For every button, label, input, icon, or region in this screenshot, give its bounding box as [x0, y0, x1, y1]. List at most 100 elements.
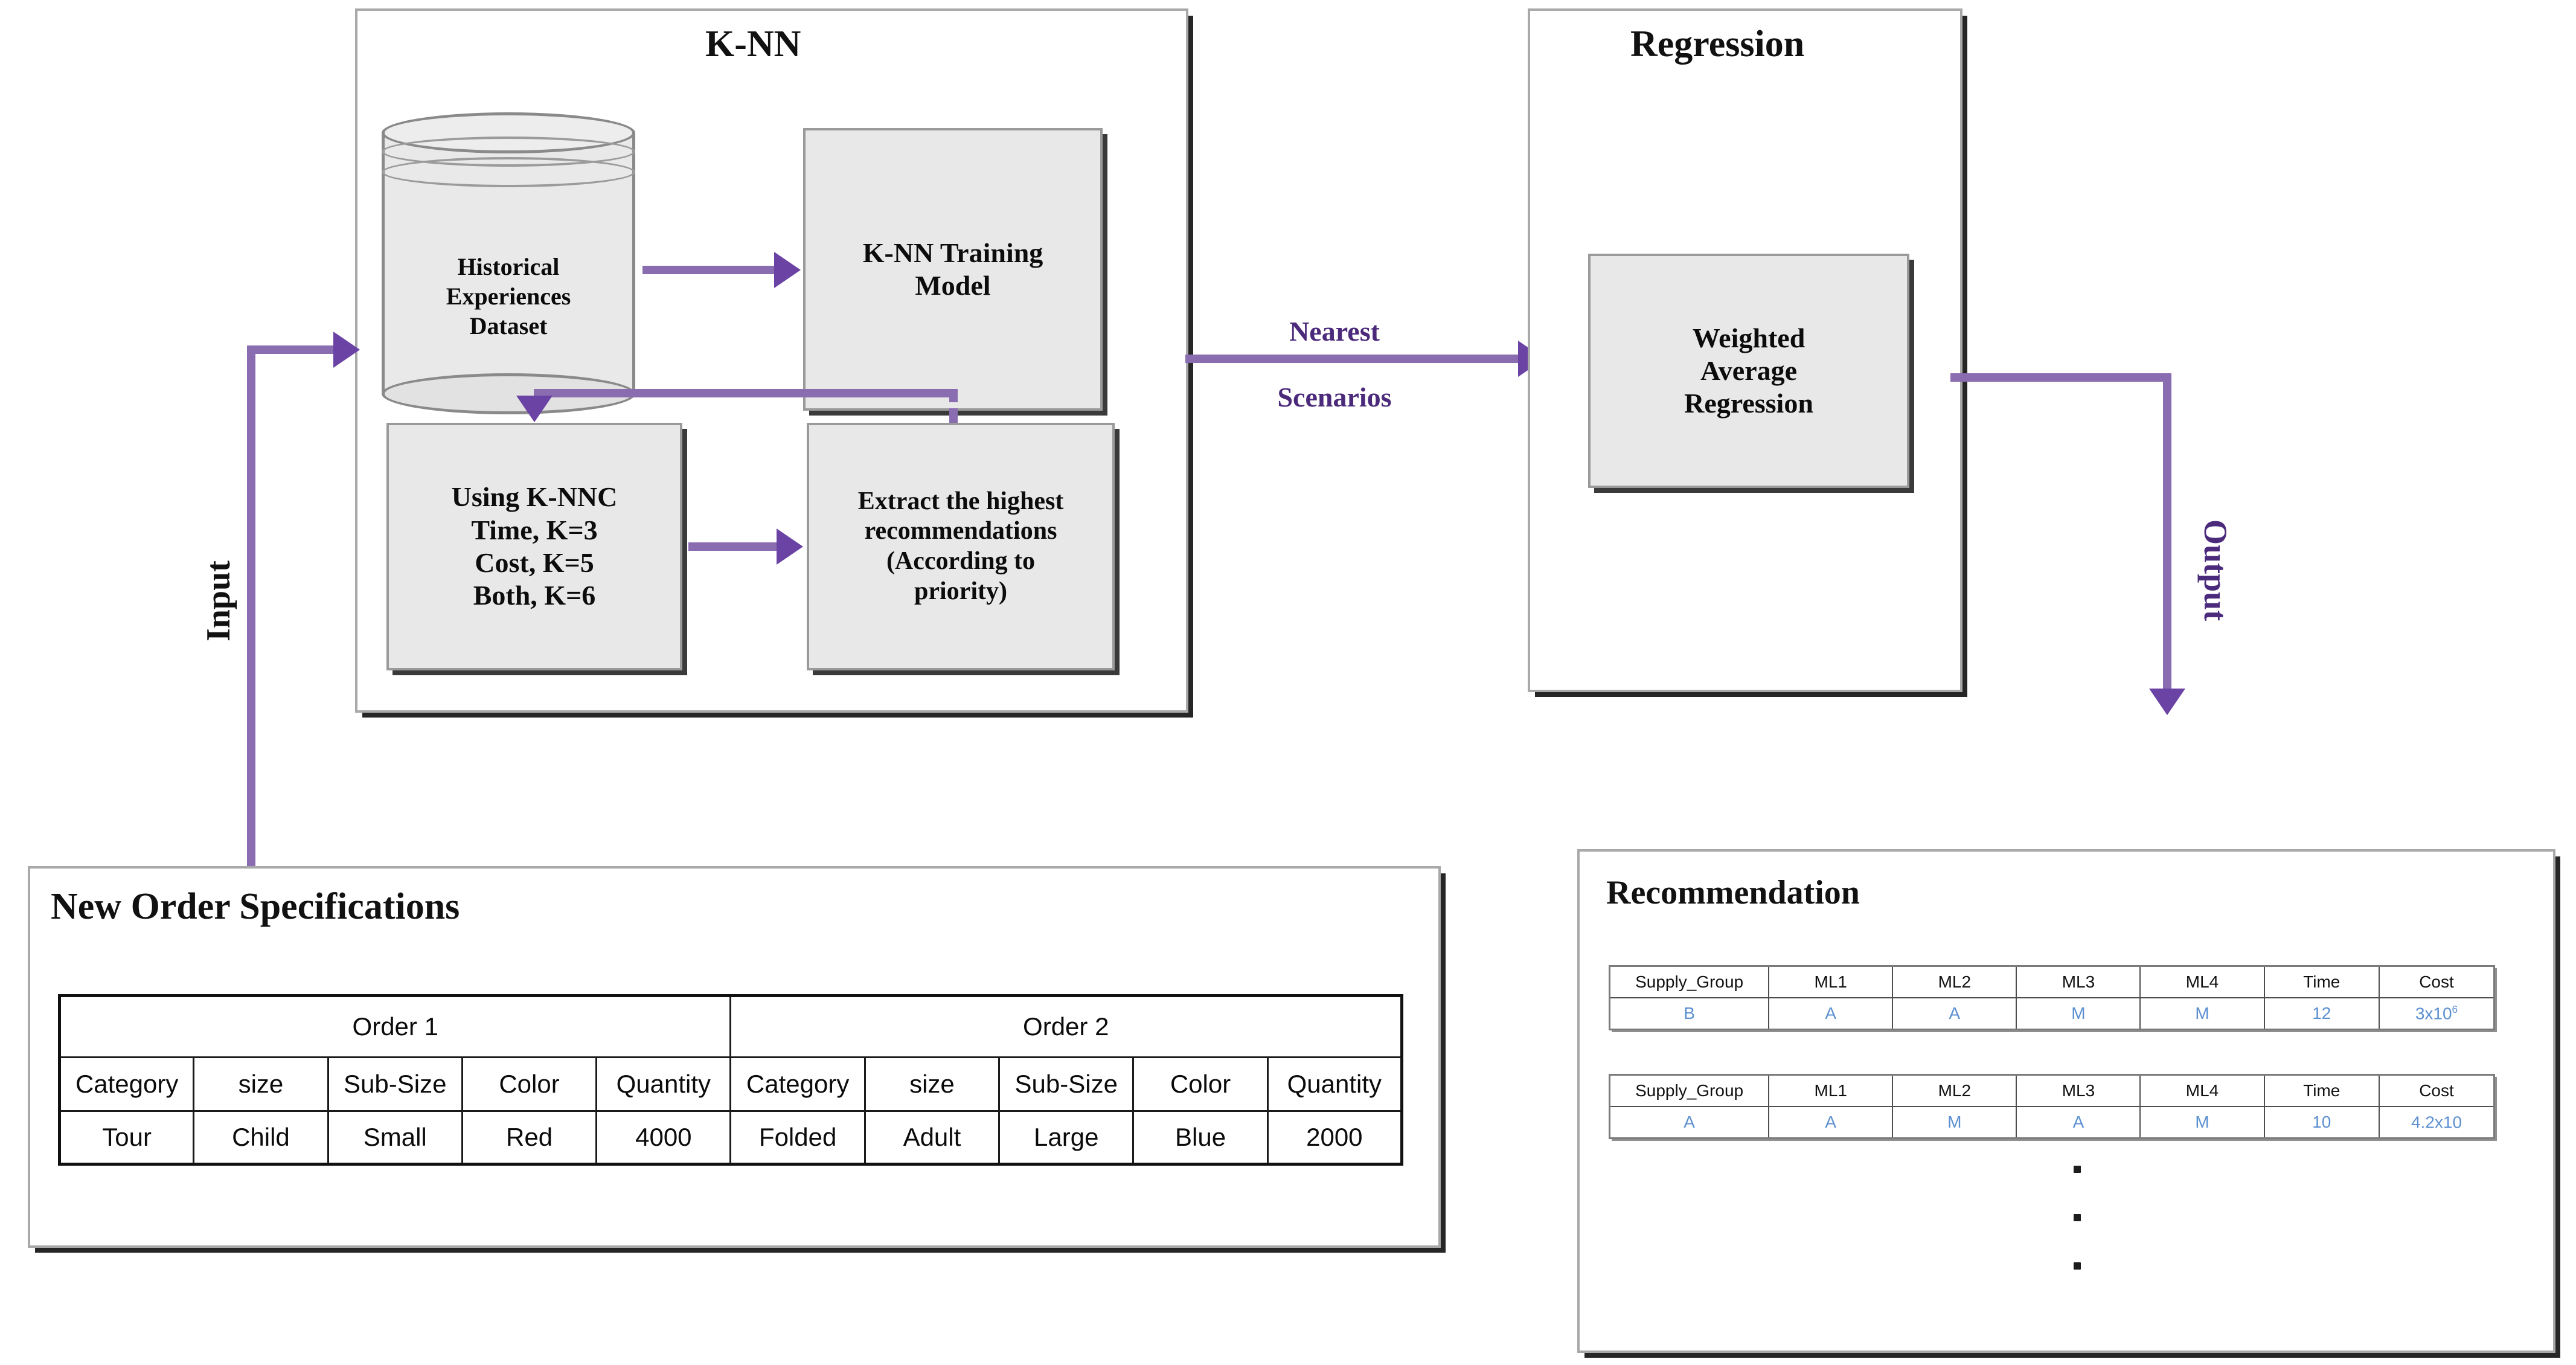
order-col-header-7: Sub-Size — [998, 1056, 1135, 1112]
extract-line-1: Extract the highest — [857, 487, 1064, 515]
input-arrow-vertical — [247, 345, 255, 877]
rec1-header-5: Time — [2263, 965, 2380, 998]
order-column-header-row: Category size Sub-Size Color Quantity Ca… — [58, 1056, 1403, 1112]
order-value-5: Folded — [729, 1110, 866, 1165]
regression-box-line-1: Weighted — [1692, 322, 1805, 353]
extract-recommendations-box: Extract the highest recommendations (Acc… — [807, 423, 1115, 670]
recommendation-panel-title: Recommendation — [1606, 874, 1860, 911]
rec2-value-5: 10 — [2263, 1106, 2380, 1139]
rec2-header-2: ML2 — [1892, 1074, 2017, 1107]
extract-line-3: (According to — [886, 547, 1036, 575]
training-model-line-1: K-NN Training — [862, 237, 1043, 268]
input-arrow-head — [333, 332, 360, 368]
order-value-6: Adult — [863, 1110, 1001, 1165]
regression-box-line-2: Average — [1700, 355, 1798, 386]
rec1-header-4: ML4 — [2139, 965, 2265, 998]
knn-training-model-box: K-NN Training Model — [803, 128, 1103, 411]
rec1-value-0: B — [1609, 997, 1770, 1030]
cylinder-ring-2 — [382, 157, 635, 187]
nearest-label-line-2: Scenarios — [1277, 381, 1392, 413]
nearest-label-line-1: Nearest — [1289, 316, 1380, 347]
order-col-header-9: Quantity — [1266, 1056, 1403, 1112]
rec2-header-6: Cost — [2379, 1074, 2495, 1107]
rec2-header-4: ML4 — [2139, 1074, 2265, 1107]
rec1-header-1: ML1 — [1768, 965, 1894, 998]
rec2-header-5: Time — [2263, 1074, 2380, 1107]
weighted-average-regression-box: Weighted Average Regression — [1588, 254, 1909, 488]
arrow-model-left-seg — [534, 389, 956, 397]
knnc-line-2: Time, K=3 — [471, 514, 598, 545]
rec2-value-4: M — [2139, 1106, 2265, 1139]
arrow-knnc-to-extract-line — [688, 542, 779, 551]
rec1-value-2: A — [1892, 997, 2017, 1030]
order-col-header-8: Color — [1132, 1056, 1269, 1112]
rec2-header-3: ML3 — [2016, 1074, 2141, 1107]
order-col-header-5: Category — [729, 1056, 866, 1112]
extract-line-2: recommendations — [864, 517, 1057, 545]
arrow-model-to-knnc-head — [516, 396, 553, 422]
nearest-scenarios-label: Nearest Scenarios — [1238, 283, 1431, 446]
recommendation-table-1: Supply_Group ML1 ML2 ML3 ML4 Time Cost B… — [1609, 965, 2495, 1030]
order-value-7: Large — [998, 1110, 1135, 1165]
historical-dataset-cylinder: Historical Experiences Dataset — [382, 112, 635, 414]
ellipsis-dot-2 — [2074, 1214, 2081, 1221]
ellipsis-dot-1 — [2074, 1166, 2081, 1173]
dataset-line-2: Experiences — [446, 282, 571, 310]
arrow-dataset-to-model-line — [642, 266, 777, 274]
order-value-3: Red — [461, 1110, 598, 1165]
order-value-row: Tour Child Small Red 4000 Folded Adult L… — [58, 1110, 1403, 1165]
order-col-header-4: Quantity — [595, 1056, 732, 1112]
rec2-value-3: A — [2016, 1106, 2141, 1139]
rec1-value-1: A — [1768, 997, 1894, 1030]
order-col-header-1: size — [193, 1056, 329, 1112]
rec1-header-6: Cost — [2379, 965, 2495, 998]
rec1-cost-cell: 3x106 — [2379, 997, 2495, 1030]
knn-panel-title: K-NN — [705, 24, 801, 65]
rec2-header-row: Supply_Group ML1 ML2 ML3 ML4 Time Cost — [1609, 1074, 2495, 1107]
rec1-value-5: 12 — [2263, 997, 2380, 1030]
recommendation-ellipsis — [2065, 1166, 2089, 1270]
knnc-line-3: Cost, K=5 — [475, 547, 594, 578]
order-value-1: Child — [193, 1110, 329, 1165]
nearest-scenarios-arrow-line — [1185, 355, 1523, 363]
ellipsis-dot-3 — [2074, 1262, 2081, 1270]
arrow-knnc-to-extract-head — [777, 528, 803, 565]
output-arrow-head — [2149, 689, 2185, 715]
arrow-model-join-seg — [949, 389, 958, 402]
rec1-header-2: ML2 — [1892, 965, 2017, 998]
input-label: Input — [200, 560, 237, 641]
dataset-line-3: Dataset — [469, 312, 548, 339]
rec2-value-2: M — [1892, 1106, 2017, 1139]
rec1-cost-mantissa: 3x10 — [2415, 1004, 2452, 1023]
rec1-header-3: ML3 — [2016, 965, 2141, 998]
rec1-value-3: M — [2016, 997, 2141, 1030]
regression-panel-title: Regression — [1630, 24, 1805, 65]
using-knnc-box: Using K-NNC Time, K=3 Cost, K=5 Both, K=… — [386, 423, 682, 670]
rec2-cost-mantissa: 4.2x10 — [2411, 1113, 2462, 1132]
regression-box-line-3: Regression — [1684, 388, 1813, 419]
rec1-value-row: B A A M M 12 3x106 — [1609, 997, 2495, 1030]
recommendation-table-2: Supply_Group ML1 ML2 ML3 ML4 Time Cost A… — [1609, 1074, 2495, 1139]
rec2-value-1: A — [1768, 1106, 1894, 1139]
new-order-panel-title: New Order Specifications — [51, 886, 460, 927]
order-col-header-0: Category — [58, 1056, 195, 1112]
order-specifications-table: Order 1 Order 2 Category size Sub-Size C… — [58, 994, 1403, 1166]
output-label: Output — [2197, 519, 2234, 621]
rec2-value-0: A — [1609, 1106, 1770, 1139]
knnc-line-1: Using K-NNC — [451, 481, 618, 513]
rec2-cost-cell: 4.2x10 — [2379, 1106, 2495, 1139]
order-group-1: Order 1 — [58, 995, 732, 1058]
extract-line-4: priority) — [914, 577, 1007, 605]
rec2-header-0: Supply_Group — [1609, 1074, 1770, 1107]
order-col-header-2: Sub-Size — [327, 1056, 463, 1112]
rec1-header-row: Supply_Group ML1 ML2 ML3 ML4 Time Cost — [1609, 965, 2495, 998]
rec1-header-0: Supply_Group — [1609, 965, 1770, 998]
order-col-header-3: Color — [461, 1056, 598, 1112]
cylinder-label: Historical Experiences Dataset — [382, 252, 635, 341]
dataset-line-1: Historical — [457, 253, 560, 280]
order-group-header-row: Order 1 Order 2 — [58, 995, 1403, 1058]
training-model-line-2: Model — [915, 270, 991, 301]
rec2-header-1: ML1 — [1768, 1074, 1894, 1107]
order-col-header-6: size — [863, 1056, 1001, 1112]
